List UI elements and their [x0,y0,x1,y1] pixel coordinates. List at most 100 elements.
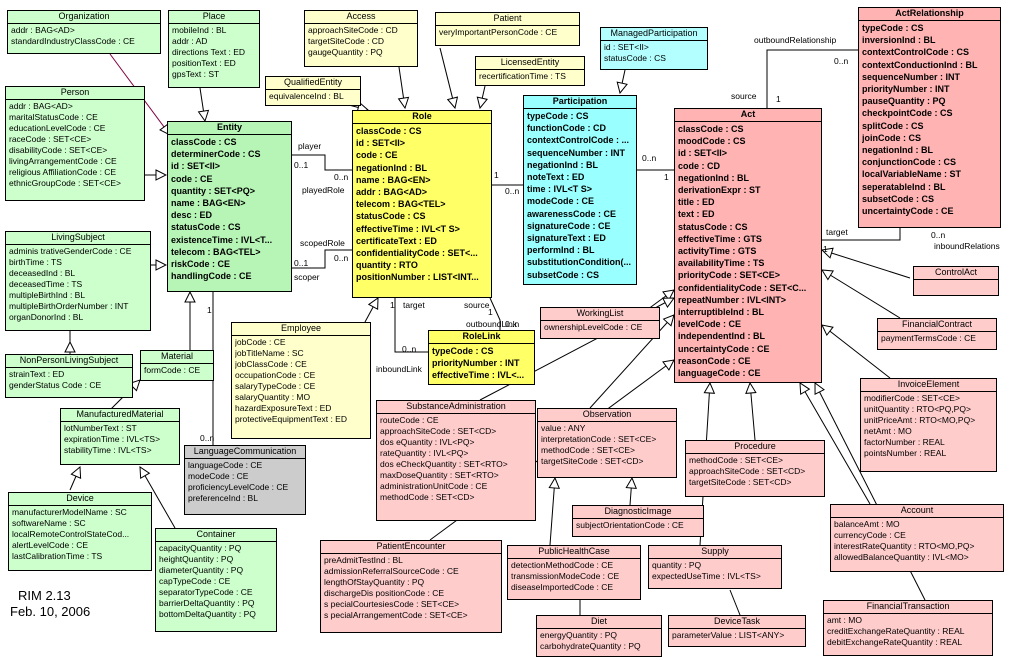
class-public-health-case[interactable]: PublicHealthCase detectionMethodCode : C… [507,545,641,600]
class-organization[interactable]: Organization addr : BAG<AD> standardIndu… [7,10,161,54]
date-label: Feb. 10, 2006 [10,604,91,619]
class-managed-participation[interactable]: ManagedParticipation id : SET<II> status… [600,27,708,70]
class-procedure-attr: methodCode : SET<CE> [689,455,784,465]
class-participation-attr: modeCode : CE [527,196,595,207]
class-place-title: Place [169,11,259,24]
class-role-title: Role [353,111,491,124]
class-act-relationship-attr: splitCode : CS [862,120,924,131]
class-invoice-element-attr: factorNumber : REAL [864,437,945,447]
class-device-task-attr: parameterValue : LIST<ANY> [672,630,785,640]
class-observation-attr: methodCode : SET<CE> [541,445,636,455]
class-diet-attr: carbohydrateQuantity : PQ [540,641,641,651]
class-entity-attr: name : BAG<EN> [171,198,246,209]
class-act-attr: uncertaintyCode : CE [678,343,770,354]
class-language-communication[interactable]: LanguageCommunication languageCode : CE … [184,445,306,515]
class-employee[interactable]: Employee jobCode : CE jobTitleName : SC … [231,322,371,439]
class-person-attr: raceCode : SET<CE> [9,134,92,144]
class-invoice-element-attr: modifierCode : SET<CE> [864,393,960,403]
class-container-attr: bottomDeltaQuantity : PQ [159,609,256,619]
class-material[interactable]: Material formCode : CE [140,350,214,381]
class-qualified-entity-title: QualifiedEntity [266,77,360,90]
class-act-attr: moodCode : CS [678,136,746,147]
class-container-attr: heightQuantity : PQ [159,554,234,564]
class-act-attr: code : CD [678,160,721,171]
class-role-attr: positionNumber : LIST<INT... [356,272,479,283]
class-supply-title: Supply [649,546,781,559]
class-container[interactable]: Container capacityQuantity : PQ heightQu… [155,528,277,632]
class-entity-attr: id : SET<II> [171,161,221,172]
class-role-attr: classCode : CS [356,126,422,136]
class-invoice-element[interactable]: InvoiceElement modifierCode : SET<CE> un… [860,378,997,472]
class-person[interactable]: Person addr : BAG<AD> maritalStatusCode … [5,86,145,201]
class-organization-attr: addr : BAG<AD> [11,25,75,35]
assoc-multiplicity: 1 [776,94,781,104]
assoc-multiplicity: 0..n [834,56,849,66]
class-living-subject[interactable]: LivingSubject adminis trativeGenderCode … [5,231,151,331]
class-procedure[interactable]: Procedure methodCode : SET<CE> approachS… [685,440,825,497]
class-patient-encounter[interactable]: PatientEncounter preAdmitTestInd : BL ad… [320,540,502,633]
class-diet-title: Diet [537,616,661,629]
class-language-title: LanguageCommunication [185,446,305,459]
class-participation[interactable]: Participation typeCode : CS functionCode… [523,95,637,285]
class-financial-transaction-attr: amt : MO [827,615,862,625]
class-patient[interactable]: Patient veryImportantPersonCode : CE [435,12,580,46]
class-non-person-living-subject[interactable]: NonPersonLivingSubject strainText : ED g… [5,354,133,398]
class-control-act[interactable]: ControlAct [913,266,999,296]
class-financial-transaction[interactable]: FinancialTransaction amt : MO creditExch… [823,600,993,656]
class-entity[interactable]: Entity classCode : CS determinerCode : C… [167,121,292,292]
class-participation-attr: performInd : BL [527,245,595,256]
class-participation-attr: signatureText : ED [527,233,606,244]
class-substance-admin-attr: dos eCheckQuantity : SET<RTO> [380,459,508,469]
class-working-list[interactable]: WorkingList ownershipLevelCode : CE [540,307,660,339]
class-act-attr: independentInd : BL [678,331,765,342]
class-qualified-entity[interactable]: QualifiedEntity equivalenceInd : BL [265,76,361,106]
class-control-act-title: ControlAct [914,267,998,280]
class-device[interactable]: Device manufacturerModelName : SC softwa… [8,492,152,571]
class-role-attr: id : SET<II> [356,138,406,149]
class-diet[interactable]: Diet energyQuantity : PQ carbohydrateQua… [536,615,662,657]
class-living-subject-attr: deceasedInd : BL [9,268,76,278]
class-manufactured-material-attr: stabilityTime : IVL<TS> [64,445,152,455]
class-diet-attr: energyQuantity : PQ [540,630,618,640]
assoc-label-inbound-relationship: inboundRelations [934,241,1000,251]
class-observation[interactable]: Observation value : ANY interpretationCo… [537,408,677,478]
class-act-attr: effectiveTime : GTS [678,233,762,244]
class-access[interactable]: Access approachSiteCode : CD targetSiteC… [304,10,418,67]
class-supply[interactable]: Supply quantity : PQ expectedUseTime : I… [648,545,782,589]
class-act-attr: levelCode : CE [678,319,742,330]
class-procedure-attr: approachSiteCode : SET<CD> [689,466,806,476]
class-person-attr: disabilityCode : SET<CE> [9,145,108,155]
class-financial-contract[interactable]: FinancialContract paymentTermsCode : CE [877,318,997,350]
class-act-relationship[interactable]: ActRelationship typeCode : CS inversionI… [858,7,1001,228]
class-person-attr: maritalStatusCode : CE [9,112,98,122]
class-substance-admin-attr: dos eQuantity : IVL<PQ> [380,437,475,447]
class-person-title: Person [6,87,144,100]
class-diagnostic-image-attr: subjectOrientationCode : CE [576,520,684,530]
class-role[interactable]: Role classCode : CS id : SET<II> code : … [352,110,492,298]
class-living-subject-attr: deceasedTime : TS [9,279,83,289]
class-account[interactable]: Account balanceAmt : MO currencyCode : C… [830,504,1004,572]
assoc-label-target: target [826,227,848,237]
class-living-subject-attr: organDonorInd : BL [9,312,84,322]
class-account-title: Account [831,505,1003,518]
assoc-multiplicity: 1 [823,244,828,254]
class-place[interactable]: Place mobileInd : BL addr : AD direction… [168,10,260,88]
class-employee-attr: occupationCode : CE [235,370,316,380]
class-container-attr: separatorTypeCode : CE [159,587,253,597]
class-device-title: Device [9,493,151,506]
class-device-attr: localRemoteControlStateCod... [12,529,130,539]
assoc-multiplicity: 1 [390,300,395,310]
class-financial-transaction-attr: creditExchangeRateQuantity : REAL [827,626,965,636]
class-manufactured-material[interactable]: ManufacturedMaterial lotNumberText : ST … [60,408,180,465]
class-diagnostic-image[interactable]: DiagnosticImage subjectOrientationCode :… [572,505,704,537]
class-role-link[interactable]: RoleLink typeCode : CS priorityNumber : … [428,330,535,385]
class-licensed-entity[interactable]: LicensedEntity recertificationTime : TS [475,56,585,86]
class-act[interactable]: Act classCode : CS moodCode : CS id : SE… [674,108,822,383]
class-device-task[interactable]: DeviceTask parameterValue : LIST<ANY> [668,615,806,647]
class-account-attr: balanceAmt : MO [834,519,900,529]
class-container-title: Container [156,529,276,542]
class-entity-attr: statusCode : CS [171,222,241,233]
class-substance-administration[interactable]: SubstanceAdministration routeCode : CE a… [376,400,536,521]
class-role-attr: quantity : RTO [356,260,418,271]
